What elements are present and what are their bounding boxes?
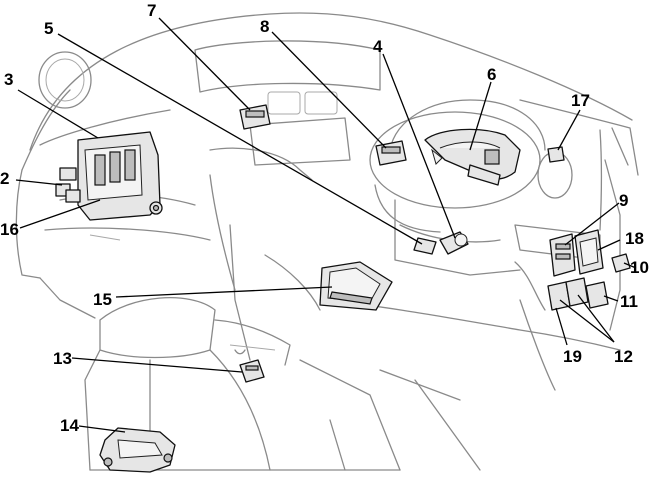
callout-14: 14 [60,416,79,435]
callout-4: 4 [373,37,383,56]
callout-10: 10 [630,258,649,277]
callout-6: 6 [487,65,496,84]
callout-13: 13 [53,349,72,368]
callout-15: 15 [93,290,112,309]
connector-17 [547,146,565,163]
connector-5 [413,237,437,255]
callout-7: 7 [147,1,156,20]
leader-lines [15,17,637,433]
sensor-13 [239,359,265,383]
ecu-module-15 [319,261,393,311]
callout-11: 11 [620,292,638,311]
callout-18: 18 [625,229,644,248]
callout-2: 2 [0,169,9,188]
junction-block [55,131,163,221]
airbag-sensor-14 [99,427,176,473]
callout-9: 9 [619,191,628,210]
callout-19: 19 [563,347,582,366]
connector-4 [439,231,469,255]
callout-3: 3 [4,70,13,89]
dashboard-outline [15,12,639,471]
callout-17: 17 [571,91,590,110]
callout-8: 8 [260,17,269,36]
callout-labels: 2 3 4 5 6 7 8 9 10 11 12 13 14 15 16 17 … [0,1,649,435]
callout-5: 5 [44,19,53,38]
steering-column-assembly [424,128,521,186]
connector-8 [375,140,407,166]
connector-7 [239,104,271,130]
callout-16: 16 [0,220,19,239]
callout-12: 12 [614,347,633,366]
